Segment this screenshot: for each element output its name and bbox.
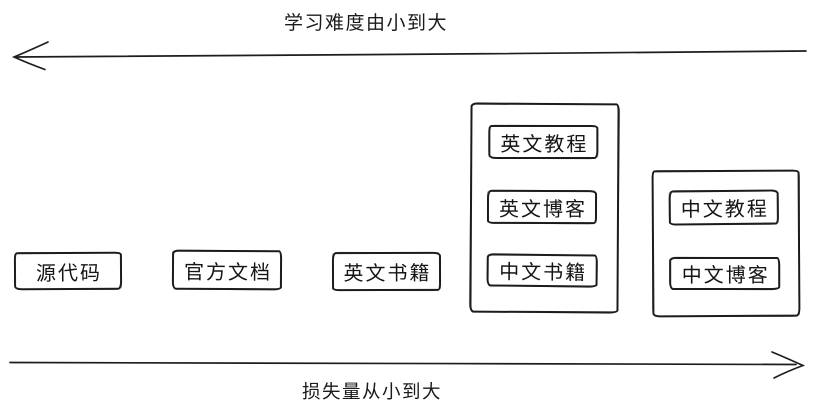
box-chinese-books-label: 中文书籍: [499, 261, 588, 285]
box-english-books-label: 英文书籍: [343, 262, 432, 286]
box-english-tutorial: 英文教程: [488, 124, 599, 160]
box-source-code: 源代码: [13, 251, 123, 291]
box-chinese-tutorial-label: 中文教程: [680, 198, 769, 222]
box-chinese-blog: 中文博客: [669, 256, 781, 291]
group-box-1: 英文教程 英文博客 中文书籍: [469, 102, 620, 314]
box-english-books: 英文书籍: [331, 251, 442, 292]
arrow-left-icon: [11, 41, 807, 71]
box-english-blog: 英文博客: [486, 189, 598, 225]
group-box-2: 中文教程 中文博客: [651, 169, 801, 318]
box-chinese-blog-label: 中文博客: [681, 264, 770, 288]
box-chinese-tutorial: 中文教程: [668, 189, 779, 226]
loss-axis-label: 损失量从小到大: [301, 381, 443, 402]
box-official-docs-label: 官方文档: [183, 261, 273, 284]
box-english-tutorial-label: 英文教程: [500, 133, 589, 156]
arrow-right-icon: [9, 351, 806, 379]
box-source-code-label: 源代码: [35, 262, 103, 285]
box-chinese-books: 中文书籍: [486, 253, 598, 288]
box-official-docs: 官方文档: [171, 249, 283, 291]
difficulty-axis-label: 学习难度由小到大: [283, 13, 449, 34]
box-english-blog-label: 英文博客: [498, 198, 588, 221]
